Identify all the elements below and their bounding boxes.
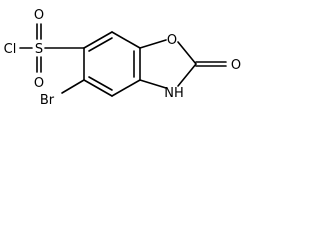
molecule-structure: Cl S O O O O NH Br xyxy=(4,8,241,108)
bonds xyxy=(19,23,227,97)
bond-n3-c3a xyxy=(139,79,167,89)
bond-c7a-o1 xyxy=(139,39,167,49)
atom-label-o-sulfonyl-bottom: O xyxy=(34,76,44,91)
atom-label-o-carbonyl: O xyxy=(231,58,241,73)
bond-c3a-c4 xyxy=(111,79,141,97)
bond-c5-br xyxy=(61,79,85,94)
atom-label-s: S xyxy=(35,42,43,57)
bond-c4-c5 xyxy=(83,79,113,97)
bond-c7-c7a xyxy=(111,31,141,49)
atom-label-nh: NH xyxy=(164,86,184,101)
atom-label-o-sulfonyl-top: O xyxy=(34,8,44,23)
bond-c4-c5-inner xyxy=(88,76,113,91)
atom-label-br: Br xyxy=(40,93,55,108)
atom-label-o-ring: O xyxy=(167,33,177,48)
bond-c6-c7 xyxy=(83,31,113,49)
bond-o1-c2 xyxy=(177,41,197,65)
bond-c2-n3 xyxy=(177,63,197,87)
atom-label-cl: Cl xyxy=(4,42,17,57)
atom-labels: Cl S O O O O NH Br xyxy=(4,8,241,108)
bond-c6-c7-inner xyxy=(88,37,113,52)
